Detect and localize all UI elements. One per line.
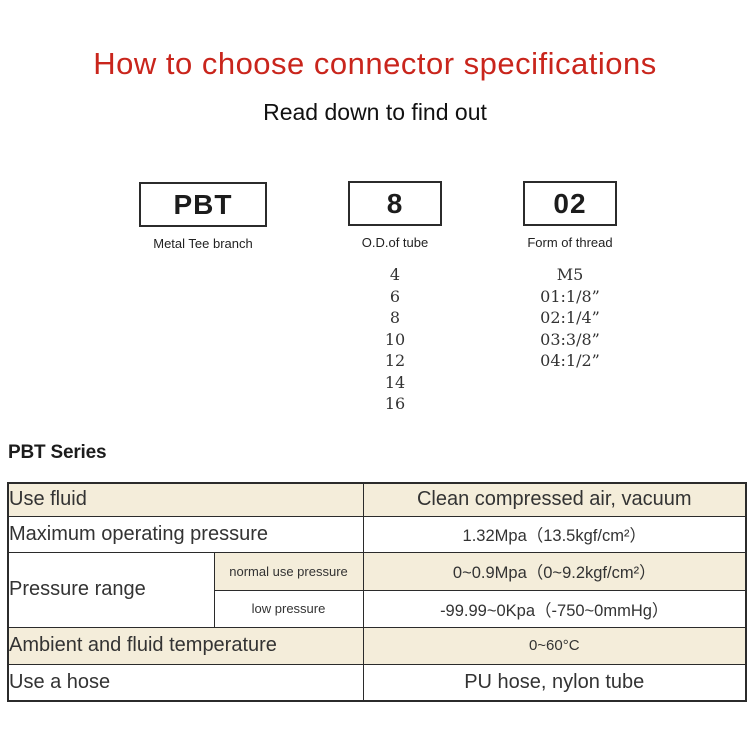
page-subtitle: Read down to find out [263,99,487,125]
code-label-thread: Form of thread [527,235,613,250]
list-item: M5 [556,265,584,284]
list-item: 04:1/2” [540,351,600,370]
code-label-series: Metal Tee branch [153,236,253,251]
row-temperature-value: 0~60°C [362,626,747,665]
row-use-fluid-label: Use fluid [7,482,364,517]
row-low-pressure-sublabel: low pressure [213,589,364,628]
series-heading: PBT Series [8,442,107,463]
spec-column-tube-od: 8 O.D.of tube 4 6 8 10 12 14 16 [348,181,442,415]
row-normal-pressure-sublabel: normal use pressure [213,551,364,591]
spec-column-thread: 02 Form of thread M5 01:1/8” 02:1/4” 03:… [523,181,617,372]
spec-table: Use fluid Clean compressed air, vacuum M… [7,482,747,702]
row-use-fluid-value: Clean compressed air, vacuum [362,482,747,517]
row-hose-value: PU hose, nylon tube [362,663,747,702]
list-item: 10 [384,329,406,349]
row-normal-pressure-value: 0~0.9Mpa（0~9.2kgf/cm²） [362,551,747,591]
code-box-series-text: PBT [173,188,233,220]
list-item: 16 [384,394,406,413]
page-title: How to choose connector specifications [93,46,657,81]
thread-options: M5 01:1/8” 02:1/4” 03:3/8” 04:1/2” [523,264,617,372]
list-item: 4 [389,265,401,284]
list-item: 12 [384,351,406,370]
table-row: Pressure range normal use pressure 0~0.9… [7,551,747,628]
list-item: 02:1/4” [540,308,600,327]
code-box-tube-od-text: 8 [386,187,404,219]
row-pressure-range-label: Pressure range [7,551,215,628]
list-item: 14 [384,372,406,392]
row-max-pressure-label: Maximum operating pressure [7,515,364,553]
list-item: 01:1/8” [540,286,600,306]
row-hose-label: Use a hose [7,663,364,702]
list-item: 6 [389,286,401,306]
list-item: 8 [389,308,401,327]
code-box-thread-text: 02 [553,187,587,219]
tube-od-options: 4 6 8 10 12 14 16 [348,264,442,415]
code-label-tube-od: O.D.of tube [361,235,429,250]
code-box-thread: 02 [523,181,617,226]
spec-column-series: PBT Metal Tee branch [139,182,267,251]
table-row: Use a hose PU hose, nylon tube [7,663,747,702]
table-row: Use fluid Clean compressed air, vacuum [7,482,747,517]
table-row: Maximum operating pressure 1.32Mpa（13.5k… [7,515,747,553]
row-low-pressure-value: -99.99~0Kpa（-750~0mmHg） [362,589,747,628]
row-max-pressure-value: 1.32Mpa（13.5kgf/cm²） [362,515,747,553]
list-item: 03:3/8” [540,329,600,349]
code-box-tube-od: 8 [348,181,442,226]
table-row: Ambient and fluid temperature 0~60°C [7,626,747,665]
code-box-series: PBT [139,182,267,227]
table-row: low pressure -99.99~0Kpa（-750~0mmHg） [8,589,747,628]
row-temperature-label: Ambient and fluid temperature [7,626,364,665]
